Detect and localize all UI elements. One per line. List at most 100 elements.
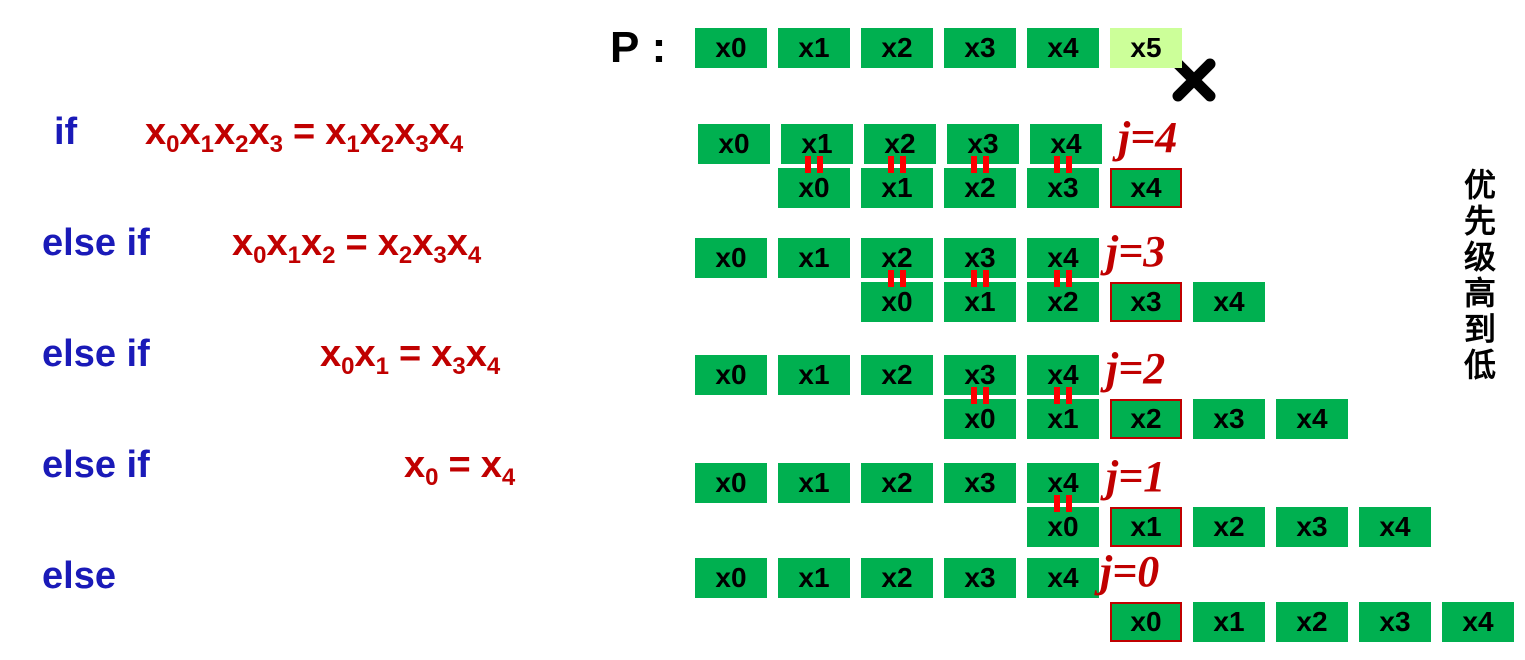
row4-bottom-x4: x4 — [1442, 602, 1514, 642]
row2-top-x0: x0 — [695, 355, 767, 395]
row3-top-x3: x3 — [944, 463, 1016, 503]
equals-sign: = — [399, 333, 422, 375]
row3-bottom-x1: x1 — [1110, 507, 1182, 547]
row4-bottom-x3: x3 — [1359, 602, 1431, 642]
priority-note: 优先级高到低 — [1459, 168, 1497, 384]
keyword-else-if-1: else if — [42, 222, 150, 264]
equal-mark — [1066, 156, 1072, 173]
row4-top-x2: x2 — [861, 558, 933, 598]
equal-mark — [900, 270, 906, 287]
row1-bottom-x3: x3 — [1110, 282, 1182, 322]
row1-top-x4: x4 — [1027, 238, 1099, 278]
equals-sign: = — [293, 111, 316, 153]
keyword-else: else — [42, 555, 116, 597]
equal-mark — [971, 156, 977, 173]
row3-bottom-x4: x4 — [1359, 507, 1431, 547]
row2-bottom-x1: x1 — [1027, 399, 1099, 439]
cross-icon — [1172, 58, 1216, 102]
equals-sign: = — [448, 444, 471, 486]
row2-top-x1: x1 — [778, 355, 850, 395]
row2-bottom-x2: x2 — [1110, 399, 1182, 439]
pattern-cell-x2: x2 — [861, 28, 933, 68]
row3-top-x0: x0 — [695, 463, 767, 503]
row2-bottom-x4: x4 — [1276, 399, 1348, 439]
equal-mark — [1054, 387, 1060, 404]
row1-bottom-x4: x4 — [1193, 282, 1265, 322]
j-label-4: j=0 — [1100, 547, 1160, 596]
equal-mark — [900, 156, 906, 173]
row2-bottom-x0: x0 — [944, 399, 1016, 439]
row4-top-x0: x0 — [695, 558, 767, 598]
equal-mark — [1066, 387, 1072, 404]
pattern-cell-x1: x1 — [778, 28, 850, 68]
pattern-cell-x3: x3 — [944, 28, 1016, 68]
row2-top-x4: x4 — [1027, 355, 1099, 395]
row3-bottom-x3: x3 — [1276, 507, 1348, 547]
j-label-0: j=4 — [1118, 113, 1178, 162]
equal-mark — [983, 387, 989, 404]
row0-bottom-x3: x3 — [1027, 168, 1099, 208]
row0-bottom-x2: x2 — [944, 168, 1016, 208]
row0-bottom-x4: x4 — [1110, 168, 1182, 208]
keyword-else-if-3: else if — [42, 444, 150, 486]
equal-mark — [888, 156, 894, 173]
keyword-if: if — [54, 111, 78, 153]
equal-mark — [1054, 156, 1060, 173]
row1-bottom-x0: x0 — [861, 282, 933, 322]
row1-top-x0: x0 — [695, 238, 767, 278]
equals-sign: = — [345, 222, 368, 264]
row2-bottom-x3: x3 — [1193, 399, 1265, 439]
row1-top-x2: x2 — [861, 238, 933, 278]
row1-top-x3: x3 — [944, 238, 1016, 278]
pattern-label: P : — [610, 23, 667, 72]
row1-bottom-x1: x1 — [944, 282, 1016, 322]
equal-mark — [983, 156, 989, 173]
equal-mark — [805, 156, 811, 173]
row1-top-x1: x1 — [778, 238, 850, 278]
row4-top-x3: x3 — [944, 558, 1016, 598]
row4-bottom-x2: x2 — [1276, 602, 1348, 642]
row3-top-x1: x1 — [778, 463, 850, 503]
equal-mark — [888, 270, 894, 287]
row0-bottom-x0: x0 — [778, 168, 850, 208]
j-label-3: j=1 — [1106, 452, 1166, 501]
row4-bottom-x1: x1 — [1193, 602, 1265, 642]
pattern-cell-x0: x0 — [695, 28, 767, 68]
row3-top-x4: x4 — [1027, 463, 1099, 503]
pattern-cell-x4: x4 — [1027, 28, 1099, 68]
row2-top-x2: x2 — [861, 355, 933, 395]
row2-top-x3: x3 — [944, 355, 1016, 395]
row4-bottom-x0: x0 — [1110, 602, 1182, 642]
row1-bottom-x2: x2 — [1027, 282, 1099, 322]
equal-mark — [983, 270, 989, 287]
j-label-1: j=3 — [1106, 227, 1166, 276]
equal-mark — [817, 156, 823, 173]
row4-top-x4: x4 — [1027, 558, 1099, 598]
j-label-2: j=2 — [1106, 344, 1166, 393]
equal-mark — [1054, 495, 1060, 512]
equal-mark — [1066, 270, 1072, 287]
equal-mark — [971, 387, 977, 404]
row3-bottom-x0: x0 — [1027, 507, 1099, 547]
equal-mark — [1066, 495, 1072, 512]
pattern-cell-x5: x5 — [1110, 28, 1182, 68]
row3-bottom-x2: x2 — [1193, 507, 1265, 547]
keyword-else-if-2: else if — [42, 333, 150, 375]
equal-mark — [971, 270, 977, 287]
equal-mark — [1054, 270, 1060, 287]
row0-top-x0: x0 — [698, 124, 770, 164]
row4-top-x1: x1 — [778, 558, 850, 598]
